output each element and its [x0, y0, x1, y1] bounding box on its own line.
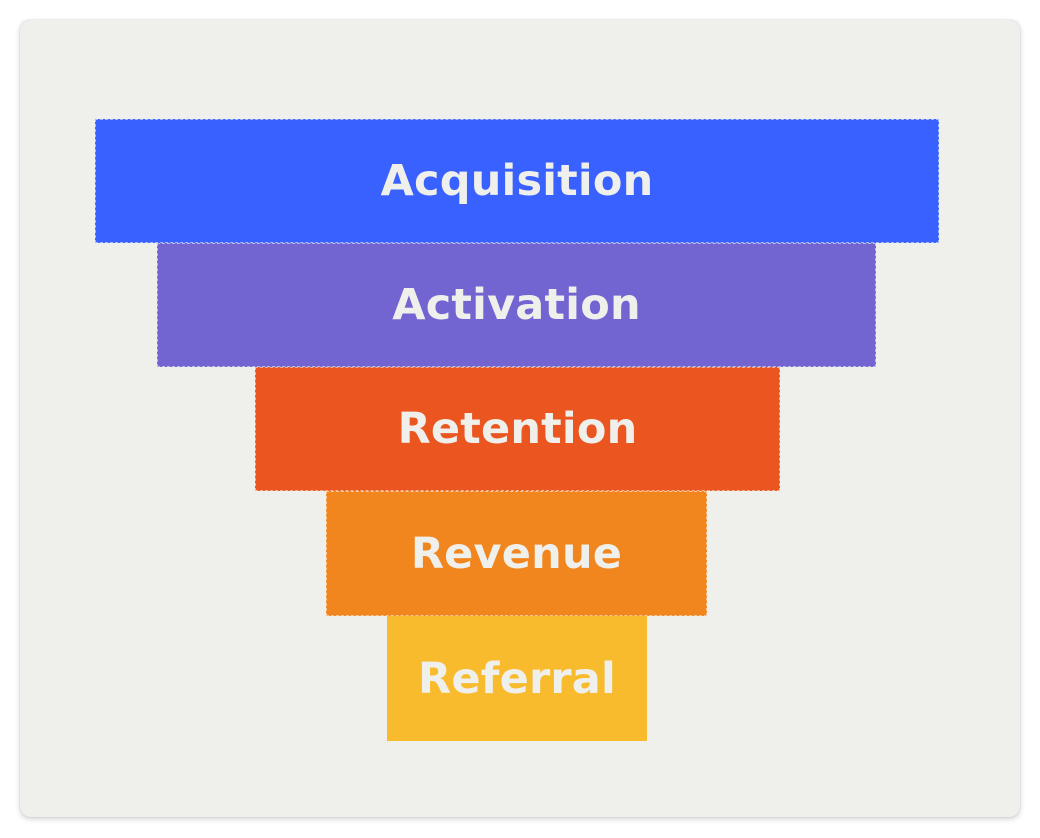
funnel-stage-label: Activation [392, 280, 641, 330]
funnel-stage-label: Revenue [410, 528, 623, 579]
funnel-stage-retention[interactable]: Retention [255, 367, 780, 491]
funnel-stage-acquisition[interactable]: Acquisition [95, 119, 939, 243]
funnel-stage-label: Retention [397, 404, 638, 454]
funnel-stage-label: Acquisition [380, 156, 654, 206]
funnel-stage-label: Referral [418, 653, 616, 704]
funnel-stage-revenue[interactable]: Revenue [326, 491, 707, 616]
funnel-stage-activation[interactable]: Activation [157, 243, 876, 367]
funnel-stage-referral[interactable]: Referral [387, 616, 647, 741]
